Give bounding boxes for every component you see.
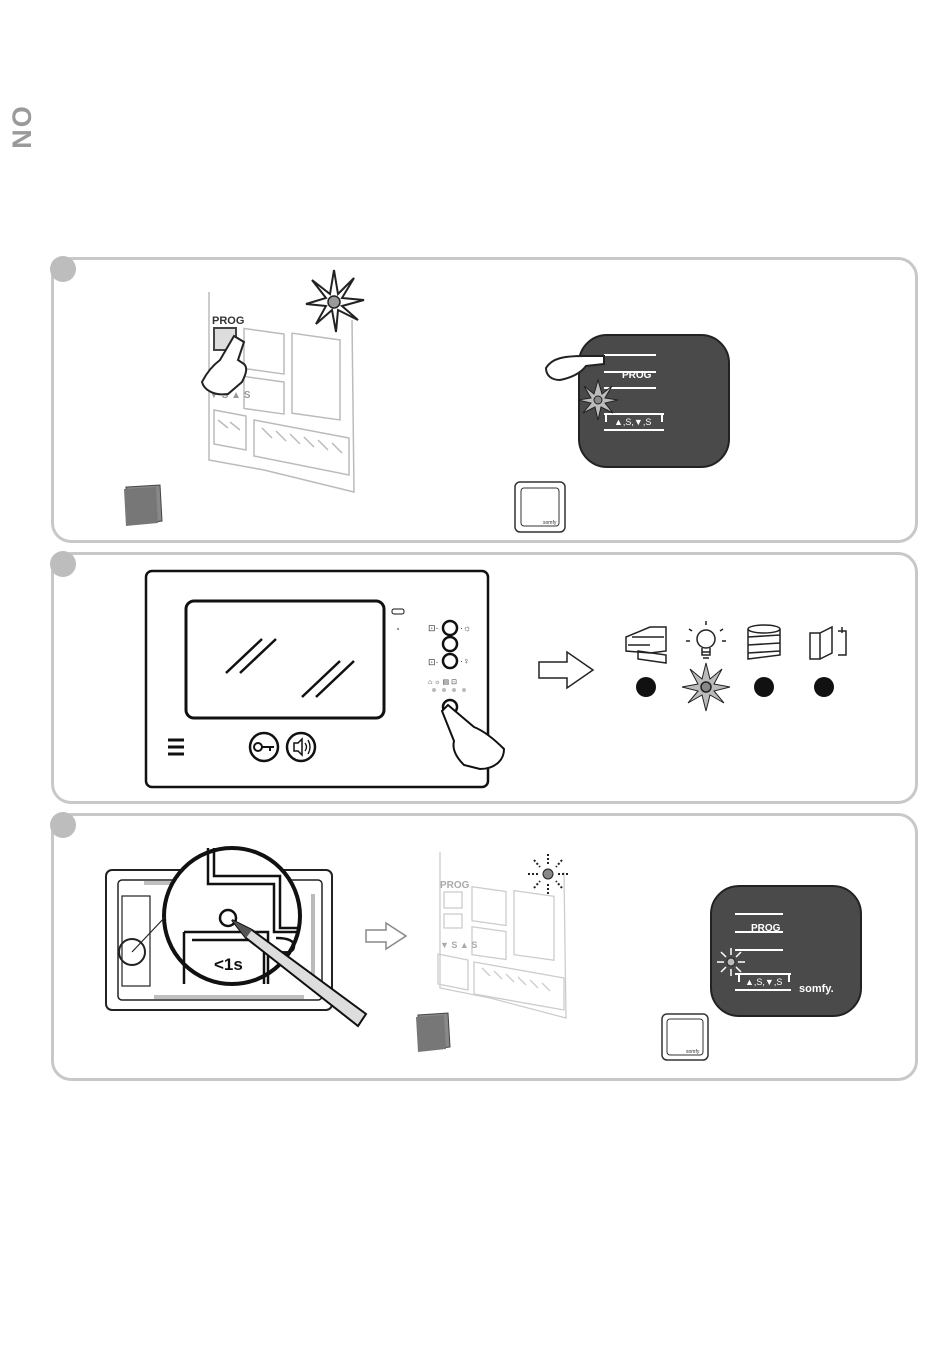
receiver-buttons-label: ▲,S,▼,S — [614, 417, 651, 427]
monitor-back-illustration: <1s — [104, 834, 384, 1034]
arrow-right-icon — [537, 650, 597, 690]
step-marker — [50, 256, 76, 282]
remote-sensor-icon — [414, 1011, 454, 1053]
door-icon — [810, 627, 846, 659]
rts-receiver-illustration: PROG ▲,S,▼,S somfy. — [699, 876, 869, 1026]
light-bulb-icon — [686, 621, 726, 658]
receiver-brand: somfy. — [799, 983, 834, 995]
svg-text:·♀: ·♀ — [460, 656, 470, 666]
monitor-screen — [186, 601, 384, 718]
language-label: NO — [7, 104, 38, 149]
prog-label: PROG — [440, 880, 470, 891]
step-marker — [50, 812, 76, 838]
wall-switch-icon[interactable]: somfy — [660, 1012, 712, 1064]
receiver-buttons-label: ▲,S,▼,S — [745, 977, 782, 987]
monitor-button-3[interactable] — [443, 654, 457, 668]
led-blinking-icon — [306, 270, 364, 332]
switch-brand: somfy — [686, 1049, 700, 1055]
step-1-panel: PROG ▼ S ▲ S PROG ▲,S,▼,S — [51, 257, 918, 543]
device-indicator-off — [636, 677, 656, 697]
step-marker — [50, 551, 76, 577]
monitor-button-1[interactable] — [443, 621, 457, 635]
press-duration-label: <1s — [214, 955, 243, 974]
speaker-button-icon[interactable] — [287, 733, 315, 761]
svg-text:⌂ ☼ ▤ ⊡: ⌂ ☼ ▤ ⊡ — [428, 679, 457, 686]
device-indicator-on-icon — [682, 663, 730, 711]
led-blinking-icon — [717, 948, 745, 976]
led-blinking-icon — [528, 854, 568, 894]
control-board-illustration: PROG ▼ S ▲ S — [184, 270, 444, 530]
step-2-panel: ⊡· ·☼ ⊡· ·♀ ⌂ ☼ ▤ ⊡ — [51, 552, 918, 804]
control-board-illustration: PROG ▼ S ▲ S — [424, 838, 624, 1058]
remote-sensor-icon — [120, 483, 170, 528]
svg-text:⊡·: ⊡· — [428, 657, 439, 667]
roller-shutter-icon — [748, 625, 780, 659]
device-indicator-off — [814, 677, 834, 697]
receiver-prog-label: PROG — [751, 923, 781, 934]
device-indicator-off — [754, 677, 774, 697]
rts-receiver-illustration: PROG ▲,S,▼,S — [544, 330, 744, 480]
board-side-label: ▼ S ▲ S — [440, 940, 477, 950]
prog-label: PROG — [212, 315, 244, 327]
garage-door-icon — [626, 627, 666, 663]
monitor-button-2[interactable] — [443, 637, 457, 651]
device-selection-row — [614, 623, 874, 713]
step-3-panel: <1s PROG ▼ S ▲ S — [51, 813, 918, 1081]
switch-brand: somfy — [543, 520, 557, 526]
wall-switch-icon[interactable]: somfy — [513, 480, 568, 535]
video-monitor-illustration: ⊡· ·☼ ⊡· ·♀ ⌂ ☼ ▤ ⊡ — [144, 569, 494, 789]
svg-text:·☼: ·☼ — [460, 623, 471, 633]
key-button-icon[interactable] — [250, 733, 278, 761]
receiver-prog-label: PROG — [622, 370, 652, 381]
arrow-right-icon — [364, 921, 410, 951]
language-tab: NO — [2, 96, 42, 156]
svg-text:⊡·: ⊡· — [428, 623, 439, 633]
